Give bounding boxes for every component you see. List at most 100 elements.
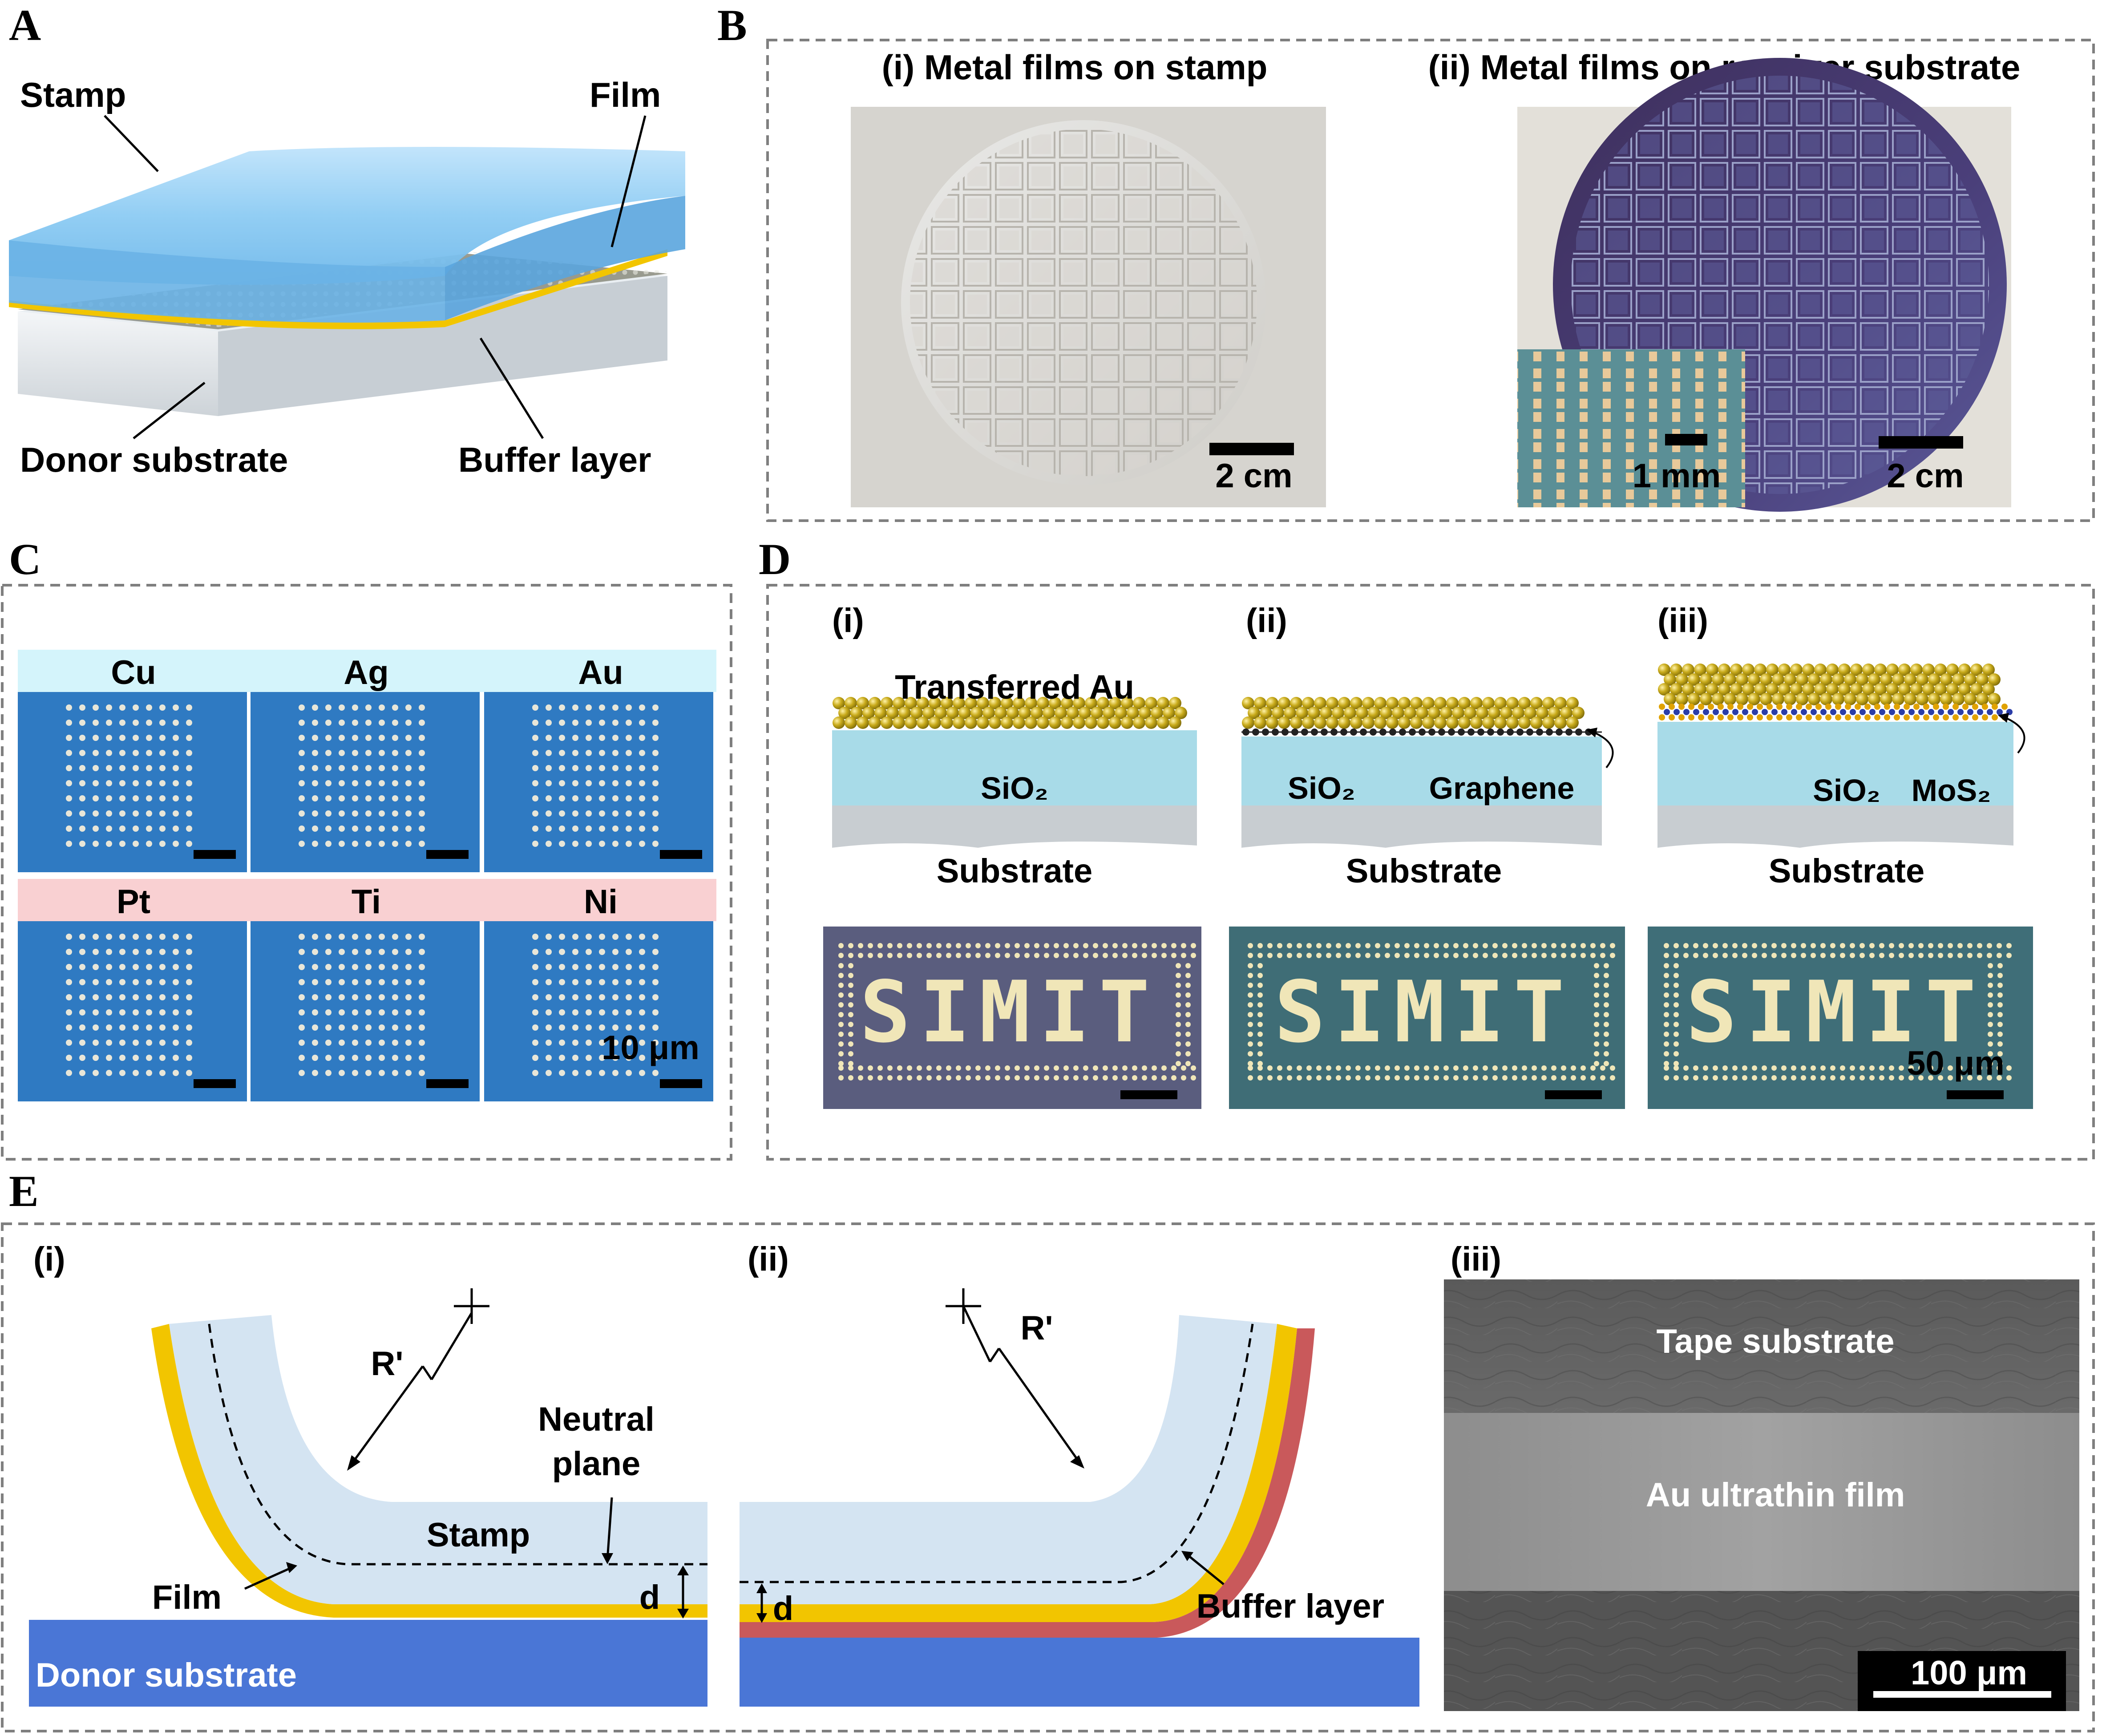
metal-dot [365,795,372,801]
frame-dot [1346,1075,1351,1080]
metal-dot [379,750,385,756]
au-atom [1988,693,2001,705]
au-atom [1500,707,1512,719]
au-atom [1970,683,1983,696]
frame-dot [1492,953,1498,958]
metal-dot [652,795,659,801]
metal-dot [325,704,331,711]
metal-dot [546,720,552,726]
frame-dot [848,953,853,958]
metal-dot [159,841,166,847]
au-atom [1886,683,1899,696]
frame-dot [868,1065,873,1071]
metal-dot [379,780,385,786]
frame-dot [1122,953,1128,958]
au-atom [1458,697,1471,709]
e2-d-arrowhead-top [756,1583,767,1593]
au-atom [1862,664,1875,676]
au-atom [934,707,947,719]
au-atom [1458,716,1471,729]
au-atom [1145,697,1157,709]
metal-dot [325,934,331,940]
metal-dot [352,795,358,801]
e2-buffer-leader [1187,1554,1225,1585]
au-atom [1760,673,1772,686]
metal-dot [586,780,592,786]
mos2-s-atom [1688,714,1694,720]
metal-dot [352,979,358,985]
frame-dot [1967,1075,1973,1080]
metal-label-3: Au [578,654,623,692]
metal-dot [325,949,331,955]
mos2-mo-atom [1957,709,1964,715]
mos2-s-atom [1855,714,1861,720]
metal-dot [159,934,166,940]
metal-dot [546,735,552,741]
e2-substrate [740,1638,1419,1707]
au-atom [1085,716,1097,729]
metal-dot [299,841,305,847]
mos2-mo-atom [1722,709,1729,715]
frame-dot [1541,1065,1547,1071]
frame-dot [1103,943,1108,948]
metal-dot [146,934,152,940]
frame-dot [1674,1061,1679,1066]
frame-dot [1122,1075,1128,1080]
panel-d-letter: D [759,534,791,584]
frame-dot [1404,953,1410,958]
metal-dot [186,1055,192,1061]
au-atom [1838,683,1851,696]
frame-dot [1365,1075,1370,1080]
mos2-mo-atom [1713,709,1719,715]
frame-dot [1674,953,1679,958]
metal-dot [339,704,345,711]
au-atom [1314,716,1326,729]
au-atom [1898,683,1911,696]
frame-dot [1395,943,1400,948]
metal-dot [133,750,139,756]
metal-dot [106,1009,112,1016]
metal-dot [405,979,412,985]
metal-dot [66,964,72,970]
scale-bar-c [426,850,469,859]
metal-dot [106,1055,112,1061]
au-atom [1091,707,1103,719]
metal-dot [119,841,125,847]
metal-dot [93,810,99,817]
frame-dot [848,1012,853,1017]
au-atom [929,716,941,729]
metal-dot [652,1024,659,1031]
panel-b: B (i) Metal films on stamp (ii) Metal fi… [717,0,2095,522]
au-atom [1820,673,1832,686]
metal-dot [159,810,166,817]
au-atom [1019,707,1031,719]
frame-dot [1988,1002,1993,1008]
au-atom [1670,683,1682,696]
metal-dot [572,750,578,756]
metal-dot [66,720,72,726]
metal-dot [146,949,152,955]
mos2-s-atom [1669,714,1675,720]
panel-b-letter: B [717,0,747,50]
frame-dot [1181,943,1186,948]
metal-dot [173,1055,179,1061]
metal-dot [612,750,618,756]
metal-dot [79,934,85,940]
frame-dot [1483,1075,1488,1080]
mos2-s-atom [1952,714,1959,720]
metal-dot [379,826,385,832]
metal-dot [572,979,578,985]
metal-dot [365,994,372,1000]
au-atom [1524,707,1536,719]
metal-dot [93,1024,99,1031]
metal-dot [186,1040,192,1046]
au-atom [1290,697,1302,709]
au-atom [1676,693,1688,705]
metal-dot [173,1024,179,1031]
au-atom [893,716,905,729]
metal-dot [639,735,645,741]
stamp-leader [104,115,159,172]
mos2-s-atom [1688,704,1694,710]
metal-dot [325,994,331,1000]
frame-dot [1375,943,1380,948]
